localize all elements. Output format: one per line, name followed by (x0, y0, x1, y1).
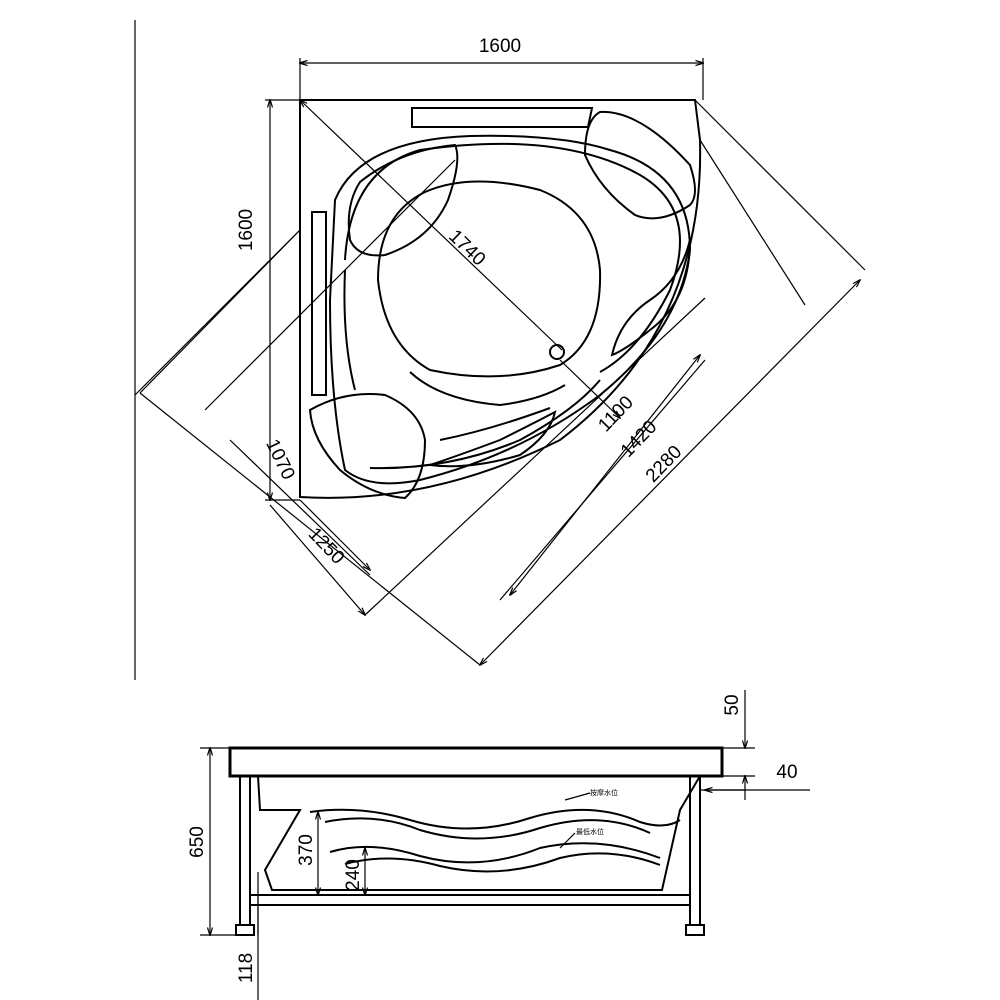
dim-total-height: 650 (187, 826, 208, 858)
leg-left (239, 776, 251, 926)
dim-top-width: 1600 (479, 36, 521, 57)
headrest-top-right (583, 110, 696, 220)
base-frame (250, 894, 690, 906)
dim-rim-40: 40 (776, 762, 797, 783)
dim-diagonal: 1740 (444, 226, 489, 270)
side-view: 按摩水位 最低水位 650 370 240 118 50 40 (187, 690, 810, 1000)
top-shelf (411, 107, 594, 128)
leg-right (689, 776, 701, 926)
foot-left (235, 924, 255, 936)
dim-overall-width: 2280 (642, 442, 686, 487)
drain-icon (549, 344, 565, 360)
note-upper-level: 按摩水位 (590, 788, 618, 797)
headrest-bottom-left (308, 393, 427, 500)
dim-water-high: 370 (296, 834, 317, 866)
dim-depth-front: 1250 (304, 524, 348, 569)
tub-rim (228, 746, 724, 778)
foot-right (685, 924, 705, 936)
plan-view: 1600 1600 1740 1100 1420 2280 1070 1250 (134, 20, 866, 680)
dim-left-height: 1600 (236, 209, 257, 251)
note-lower-level: 最低水位 (576, 827, 604, 836)
dim-water-low: 240 (343, 859, 364, 891)
dim-leg-height: 118 (236, 953, 257, 983)
water-wave-lower-b (344, 852, 661, 873)
inner-bowl (376, 180, 602, 378)
headrest-top-left (347, 143, 459, 257)
water-wave-lower (329, 842, 661, 864)
dim-rim-50: 50 (722, 694, 743, 715)
left-shelf (311, 211, 327, 396)
tub-body (257, 775, 701, 891)
water-wave-upper (309, 808, 681, 830)
water-wave-upper-b (324, 817, 651, 840)
